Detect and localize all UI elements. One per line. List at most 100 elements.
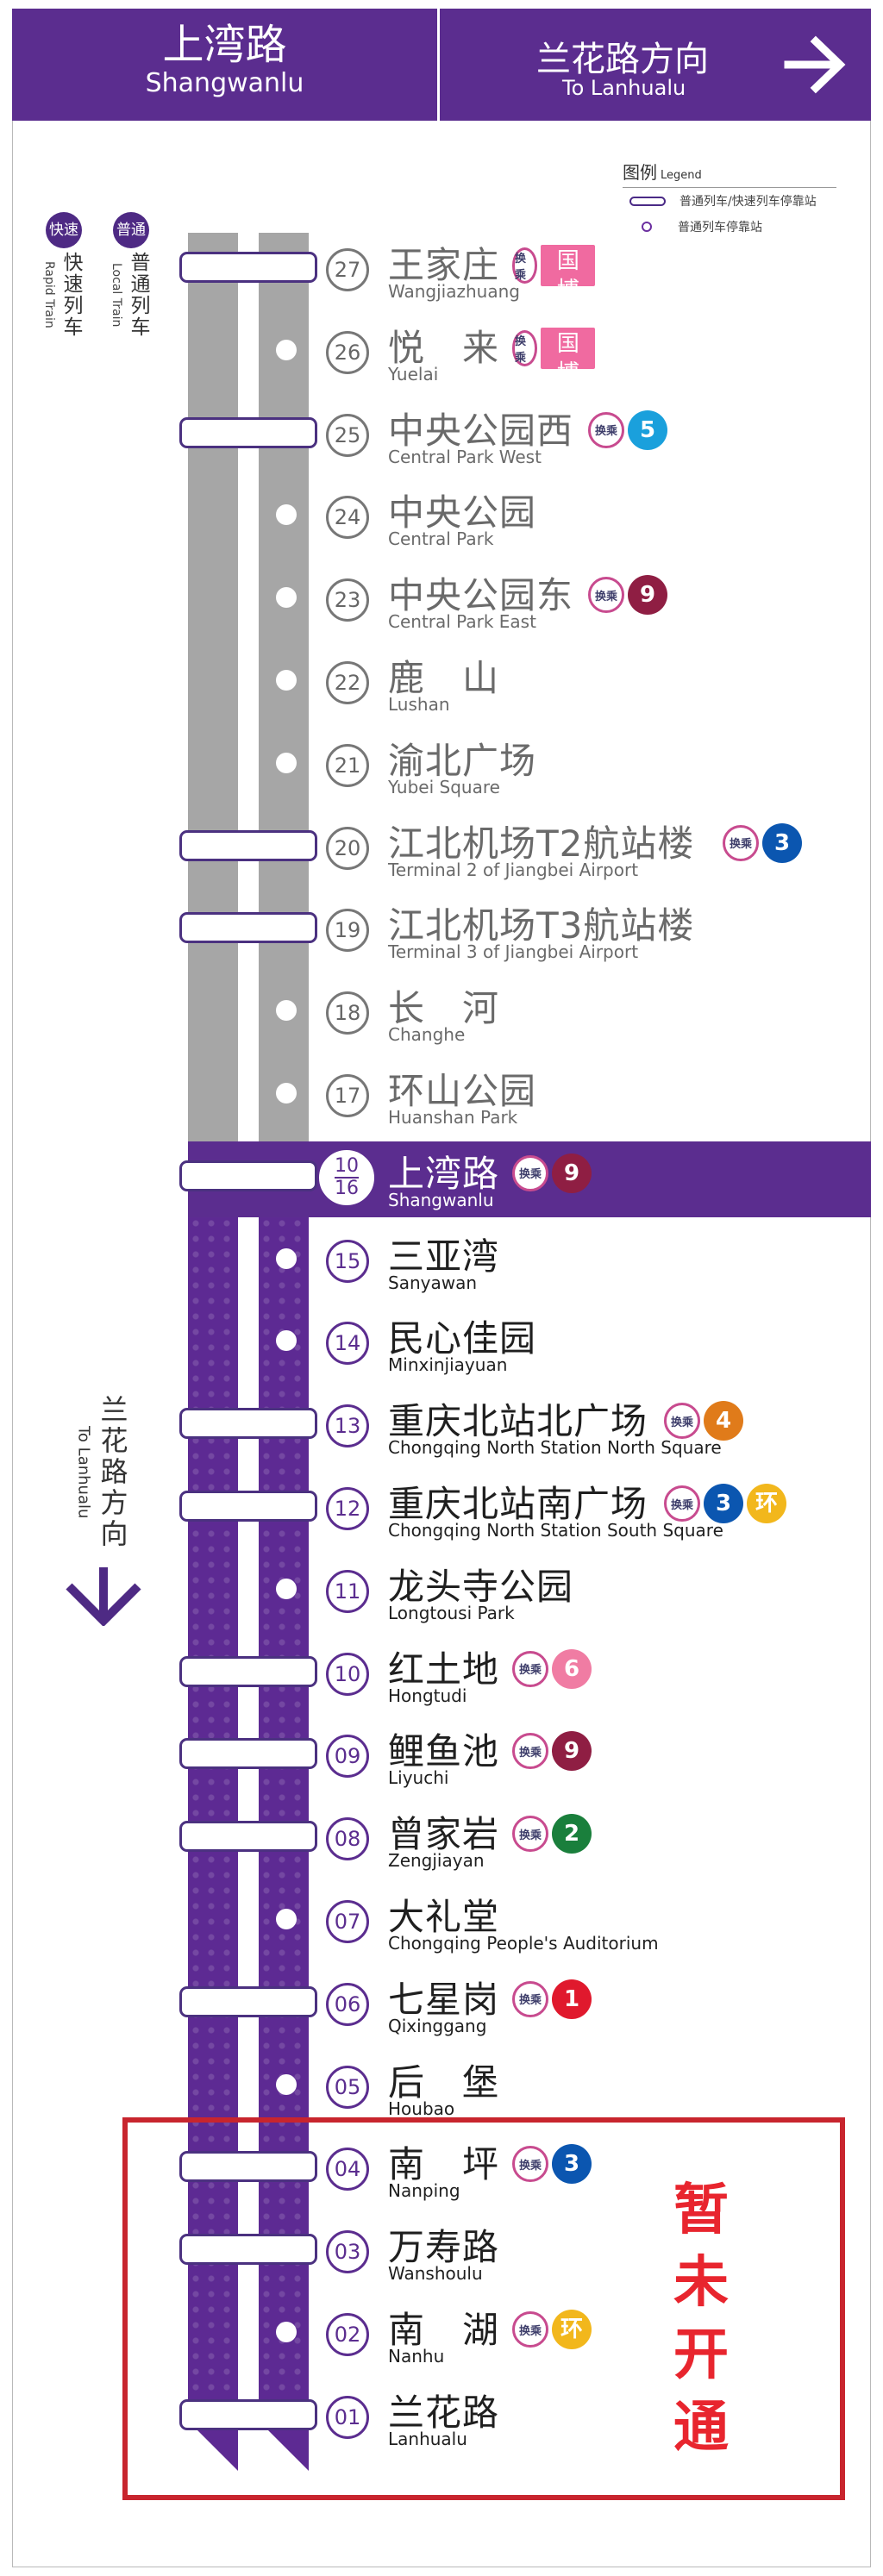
- not-open-frame: [122, 2117, 845, 2500]
- station-name: 江北机场T3航站楼: [388, 904, 695, 947]
- station-name-en: Lanhualu: [388, 2428, 467, 2449]
- line-badge: 3: [552, 2144, 592, 2185]
- station-name-en: Chongqing North Station North Square: [388, 1437, 722, 1459]
- station-name-en: Huanshan Park: [388, 1107, 518, 1128]
- transfer-icon: 换乘: [512, 1154, 548, 1191]
- station-name: 重庆北站南广场: [388, 1483, 648, 1525]
- rapid-stop-marker: [179, 1821, 317, 1853]
- transfer-icon: 换乘: [512, 1980, 548, 2017]
- station-number: 19: [326, 909, 369, 953]
- station-number: 21: [326, 743, 369, 787]
- rapid-track-passed: [188, 233, 238, 1143]
- station-name: 兰花路: [388, 2391, 500, 2434]
- station-name: 环山公园: [388, 1070, 537, 1112]
- current-station-name: 上湾路: [162, 21, 287, 69]
- station-name: 三亚湾: [388, 1235, 500, 1278]
- local-stop-dot: [276, 1247, 297, 1269]
- line-badge: 2: [552, 1814, 592, 1854]
- local-stop-dot: [276, 752, 297, 773]
- station-number: 13: [326, 1404, 369, 1448]
- rapid-stop-marker: [179, 1408, 317, 1440]
- station-name-en: Longtousi Park: [388, 1602, 515, 1623]
- station-number: 27: [326, 248, 369, 291]
- local-stop-dot: [276, 2322, 297, 2342]
- local-stop-dot: [276, 1909, 297, 1929]
- transfer-icon: 换乘: [588, 411, 624, 448]
- station-name: 万寿路: [388, 2226, 500, 2269]
- station-name-en: Minxinjiayuan: [388, 1354, 508, 1376]
- station-name-en: Yuelai: [388, 363, 439, 385]
- station-name: 七星岗: [388, 1978, 500, 2021]
- transfer-group: 换乘环: [512, 2310, 592, 2349]
- station-name-en: Nanhu: [388, 2346, 445, 2367]
- line-badge: 6: [552, 1648, 592, 1689]
- transfer-icon: 换乘: [512, 1650, 548, 1687]
- current-station-name-en: Shangwanlu: [145, 68, 304, 98]
- station-number: 05: [326, 2065, 369, 2109]
- station-number: 20: [326, 826, 369, 870]
- local-stop-dot: [276, 670, 297, 691]
- station-name: 民心佳园: [388, 1317, 537, 1360]
- rapid-label-en: Rapid Train: [42, 261, 56, 328]
- line-badge: 9: [552, 1153, 592, 1193]
- direction-label: 兰花路方向: [536, 40, 709, 79]
- direction-panel: 兰花路方向 To Lanhualu: [440, 9, 871, 121]
- station-name-en: Chongqing North Station South Square: [388, 1520, 723, 1541]
- station-name: 中央公园: [388, 491, 537, 535]
- station-name: 中央公园西: [388, 409, 574, 452]
- current-station-panel: 上湾路 Shangwanlu: [12, 9, 440, 121]
- station-name-en: Qixinggang: [388, 2015, 487, 2036]
- ring-marker-icon: [642, 222, 652, 232]
- station-number: 03: [326, 2230, 369, 2274]
- rapid-track-heading: 快速 Rapid Train 快速列车: [42, 212, 85, 338]
- station-name: 红土地: [388, 1648, 500, 1691]
- legend-row-ring: 普通列车停靠站: [623, 214, 836, 240]
- station-number: 11: [326, 1569, 369, 1613]
- arrow-down-icon: [66, 1567, 141, 1628]
- transfer-icon: 换乘: [723, 824, 759, 861]
- station-number: 17: [326, 1074, 369, 1117]
- local-label-en: Local Train: [110, 262, 123, 328]
- rapid-stop-marker: [179, 1655, 317, 1687]
- station-name: 南 湖: [388, 2309, 500, 2351]
- transfer-icon: 换乘: [664, 1485, 700, 1522]
- rapid-stop-marker: [179, 416, 317, 448]
- transfer-icon: 换乘: [664, 1403, 700, 1440]
- station-name-en: Wanshoulu: [388, 2263, 483, 2285]
- track-end-arrows: [188, 2421, 309, 2471]
- station-name-en: Yubei Square: [388, 776, 500, 797]
- station-name: 渝北广场: [388, 739, 537, 782]
- local-badge: 普通: [113, 212, 149, 248]
- pill-marker-icon: [629, 196, 666, 206]
- station-name: 江北机场T2航站楼: [388, 822, 695, 865]
- transfer-icon: 换乘: [512, 1816, 548, 1853]
- station-number: 08: [326, 1817, 369, 1861]
- rapid-stop-marker: [179, 2151, 317, 2183]
- station-number: 10: [326, 1652, 369, 1696]
- rapid-stop-marker: [179, 1738, 317, 1770]
- station-number: 02: [326, 2313, 369, 2356]
- station-number: 15: [326, 1239, 369, 1283]
- station-name: 鲤鱼池: [388, 1730, 500, 1773]
- station-name: 曾家岩: [388, 1813, 500, 1856]
- local-stop-dot: [276, 1083, 297, 1104]
- line-badge: 环: [747, 1484, 786, 1523]
- station-name-en: Shangwanlu: [388, 1189, 494, 1210]
- arrow-right-icon: [784, 35, 846, 94]
- direction-label-en: To Lanhualu: [562, 76, 686, 100]
- side-direction: To Lanhualu 兰花路方向: [60, 1395, 147, 1629]
- rapid-stop-marker: [179, 2234, 317, 2266]
- line-badge: 3: [704, 1484, 743, 1523]
- local-stop-dot: [276, 587, 297, 609]
- station-name-en: Wangjiazhuang: [388, 281, 520, 302]
- rapid-stop-marker: [179, 912, 317, 944]
